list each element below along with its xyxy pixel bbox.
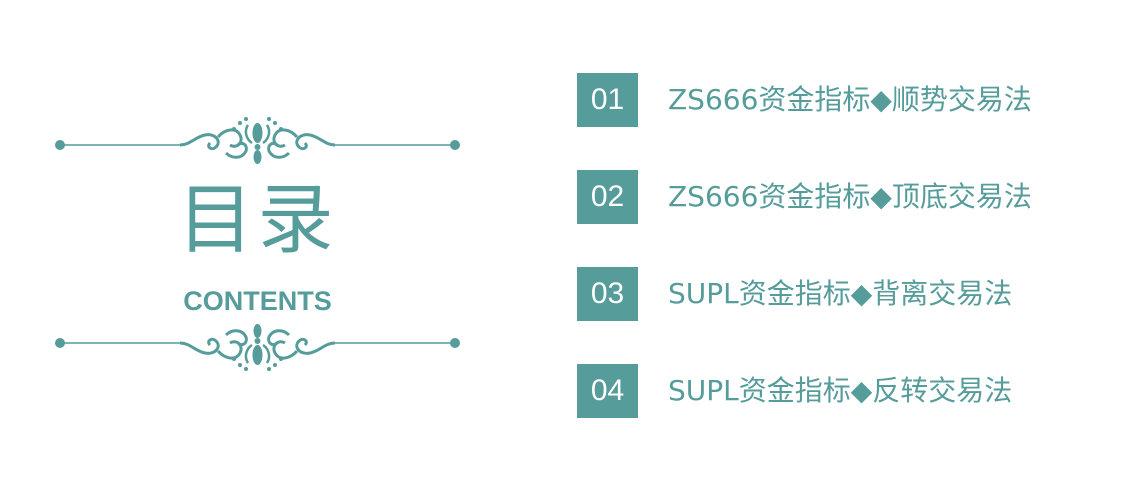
toc-item-03[interactable]: 03 SUPL资金指标◆背离交易法 xyxy=(577,267,1107,321)
toc-item-01[interactable]: 01 ZS666资金指标◆顺势交易法 xyxy=(577,73,1107,127)
toc-number-badge: 02 xyxy=(577,170,638,224)
toc-number-badge: 01 xyxy=(577,73,638,127)
page-title: 目录 xyxy=(177,175,338,264)
toc-item-label: SUPL资金指标◆背离交易法 xyxy=(668,277,1013,310)
flourish-divider-icon xyxy=(55,324,460,371)
toc-item-label: ZS666资金指标◆顶底交易法 xyxy=(668,180,1032,213)
page-subtitle: CONTENTS xyxy=(183,286,332,316)
toc-item-02[interactable]: 02 ZS666资金指标◆顶底交易法 xyxy=(577,170,1107,224)
table-of-contents: 01 ZS666资金指标◆顺势交易法 02 ZS666资金指标◆顶底交易法 03… xyxy=(577,73,1107,461)
toc-item-label: SUPL资金指标◆反转交易法 xyxy=(668,374,1013,407)
toc-item-label: ZS666资金指标◆顺势交易法 xyxy=(668,83,1032,116)
toc-number-badge: 03 xyxy=(577,267,638,321)
toc-number-badge: 04 xyxy=(577,364,638,418)
contents-heading-block: 目录 CONTENTS xyxy=(50,105,465,375)
toc-item-04[interactable]: 04 SUPL资金指标◆反转交易法 xyxy=(577,364,1107,418)
flourish-divider-icon xyxy=(55,117,460,164)
